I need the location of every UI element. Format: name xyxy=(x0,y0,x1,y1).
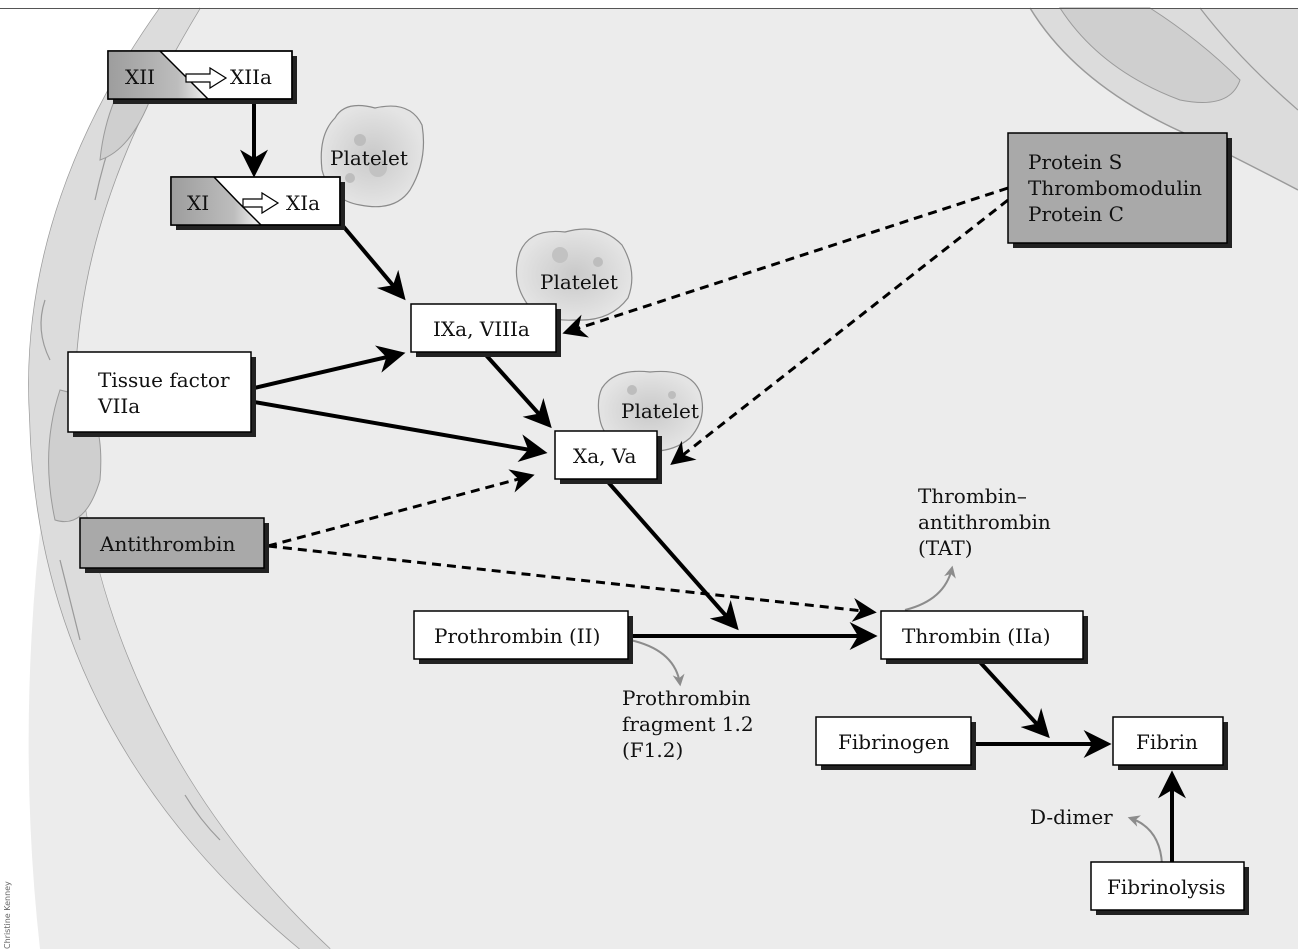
ixa-to-xa-arrow xyxy=(483,352,552,429)
thrombomodulin-label: Thrombomodulin xyxy=(1028,176,1202,200)
tissue-factor-box: Tissue factor VIIa xyxy=(67,351,256,437)
xia-to-ixa-arrow xyxy=(341,224,406,301)
fibrinogen-label: Fibrinogen xyxy=(838,730,950,754)
fibrin-box: Fibrin xyxy=(1112,716,1228,770)
tat-arrow xyxy=(904,565,956,611)
protein-s-label: Protein S xyxy=(1028,150,1122,174)
platelet-2: Platelet xyxy=(515,228,633,321)
activation-arrows xyxy=(240,102,1186,862)
tat-line-3: (TAT) xyxy=(918,536,973,560)
fibrinolysis-label: Fibrinolysis xyxy=(1107,875,1226,899)
conversion-arrow-icon xyxy=(185,66,228,90)
thrombin-box: Thrombin (IIa) xyxy=(880,610,1088,664)
protein-group-to-ixa-arrow xyxy=(562,186,1009,338)
protein-group-to-xa-arrow xyxy=(670,198,1009,465)
prothrombin-box: Prothrombin (II) xyxy=(413,610,633,664)
prothrombin-label: Prothrombin (II) xyxy=(434,624,600,648)
factor-xii-label: XII xyxy=(125,65,155,89)
antithrombin-to-xa-arrow xyxy=(267,469,535,548)
tissue-factor-to-xa-arrow xyxy=(253,400,548,462)
xii-xiia-box: XII XIIa xyxy=(107,50,297,104)
d-dimer-label: D-dimer xyxy=(1030,805,1113,829)
tissue-factor-to-ixa-arrow xyxy=(253,345,406,390)
f12-line-3: (F1.2) xyxy=(622,738,683,762)
fibrin-label: Fibrin xyxy=(1136,730,1198,754)
factor-xia-label: XIa xyxy=(286,191,320,215)
ixa-viiia-box: IXa, VIIIa xyxy=(410,303,561,357)
platelet-label: Platelet xyxy=(540,270,618,294)
tissue-factor-label: Tissue factor xyxy=(98,368,230,392)
antithrombin-to-thrombin-arrow xyxy=(267,544,877,622)
ixa-viiia-label: IXa, VIIIa xyxy=(433,317,530,341)
platelet-1: Platelet xyxy=(320,105,425,208)
platelet-label: Platelet xyxy=(621,399,699,423)
f12-arrow xyxy=(629,639,685,687)
image-credit: Christine Kenney xyxy=(3,881,12,949)
conversion-arrow-icon xyxy=(242,191,280,215)
fibrinolysis-box: Fibrinolysis xyxy=(1090,861,1249,915)
f12-line-2: fragment 1.2 xyxy=(622,712,754,736)
tat-line-1: Thrombin– xyxy=(918,484,1027,508)
protein-group-box: Protein S Thrombomodulin Protein C xyxy=(1007,132,1232,248)
platelet-label: Platelet xyxy=(330,146,408,170)
ddimer-arrow xyxy=(1127,815,1163,865)
antithrombin-label: Antithrombin xyxy=(99,532,235,556)
fibrinogen-box: Fibrinogen xyxy=(815,716,976,770)
xi-xia-box: XI XIa xyxy=(170,176,345,230)
xa-to-prothrombin-conversion-arrow xyxy=(606,480,739,631)
antithrombin-box: Antithrombin xyxy=(79,517,269,573)
tat-line-2: antithrombin xyxy=(918,510,1051,534)
xa-va-label: Xa, Va xyxy=(573,444,636,468)
protein-c-label: Protein C xyxy=(1028,202,1124,226)
viia-label: VIIa xyxy=(97,394,140,418)
tat-label-group: Thrombin– antithrombin (TAT) xyxy=(918,484,1051,560)
f12-label-group: Prothrombin fragment 1.2 (F1.2) xyxy=(622,686,754,762)
factor-xiia-label: XIIa xyxy=(230,65,272,89)
xa-va-box: Xa, Va xyxy=(554,430,662,484)
byproduct-arrows xyxy=(629,565,1163,865)
factor-xi-label: XI xyxy=(187,191,209,215)
thrombin-to-fibrin-arrow xyxy=(976,658,1050,739)
f12-line-1: Prothrombin xyxy=(622,686,751,710)
inhibition-arrows xyxy=(267,186,1009,622)
thrombin-label: Thrombin (IIa) xyxy=(902,624,1051,648)
